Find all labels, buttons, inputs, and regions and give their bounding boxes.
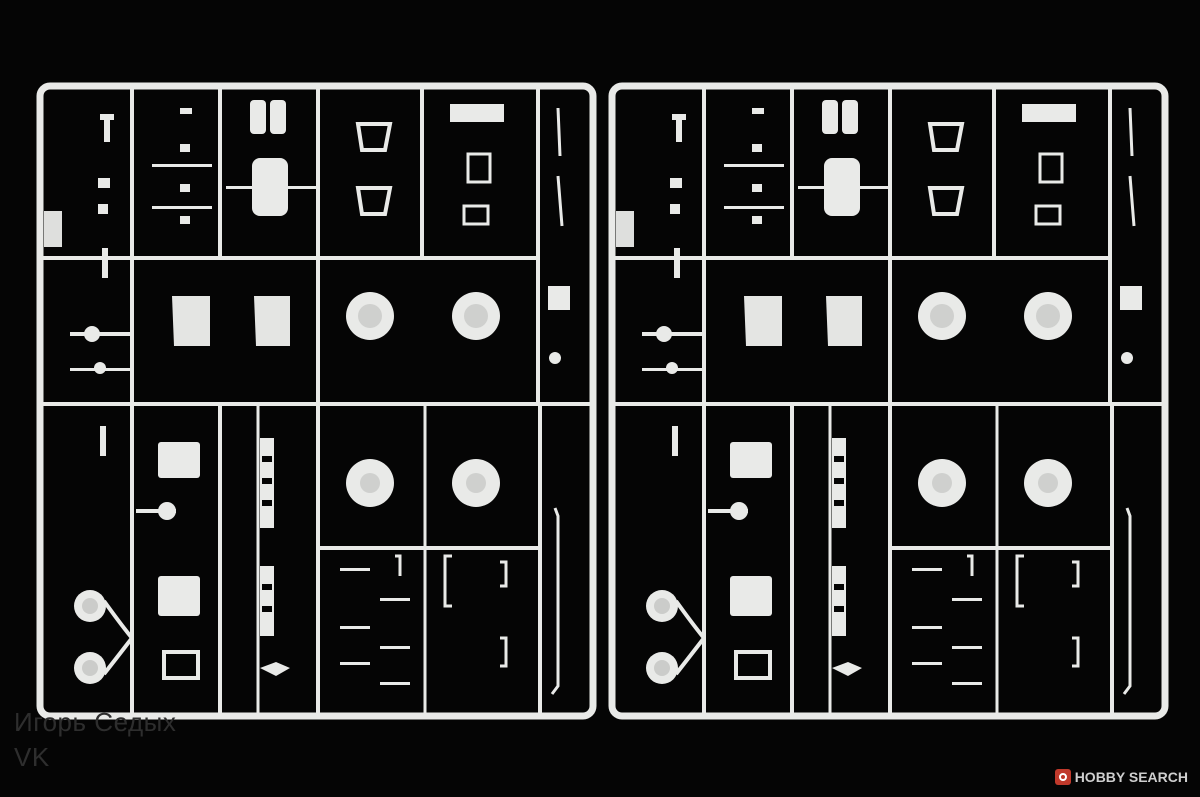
logo-text: HOBBY SEARCH [1074,769,1188,785]
sprue-left [40,86,593,716]
hobbysearch-logo: HOBBY SEARCH [1054,769,1188,785]
hobbysearch-logo-icon [1054,769,1071,785]
sprue-right [612,86,1165,716]
